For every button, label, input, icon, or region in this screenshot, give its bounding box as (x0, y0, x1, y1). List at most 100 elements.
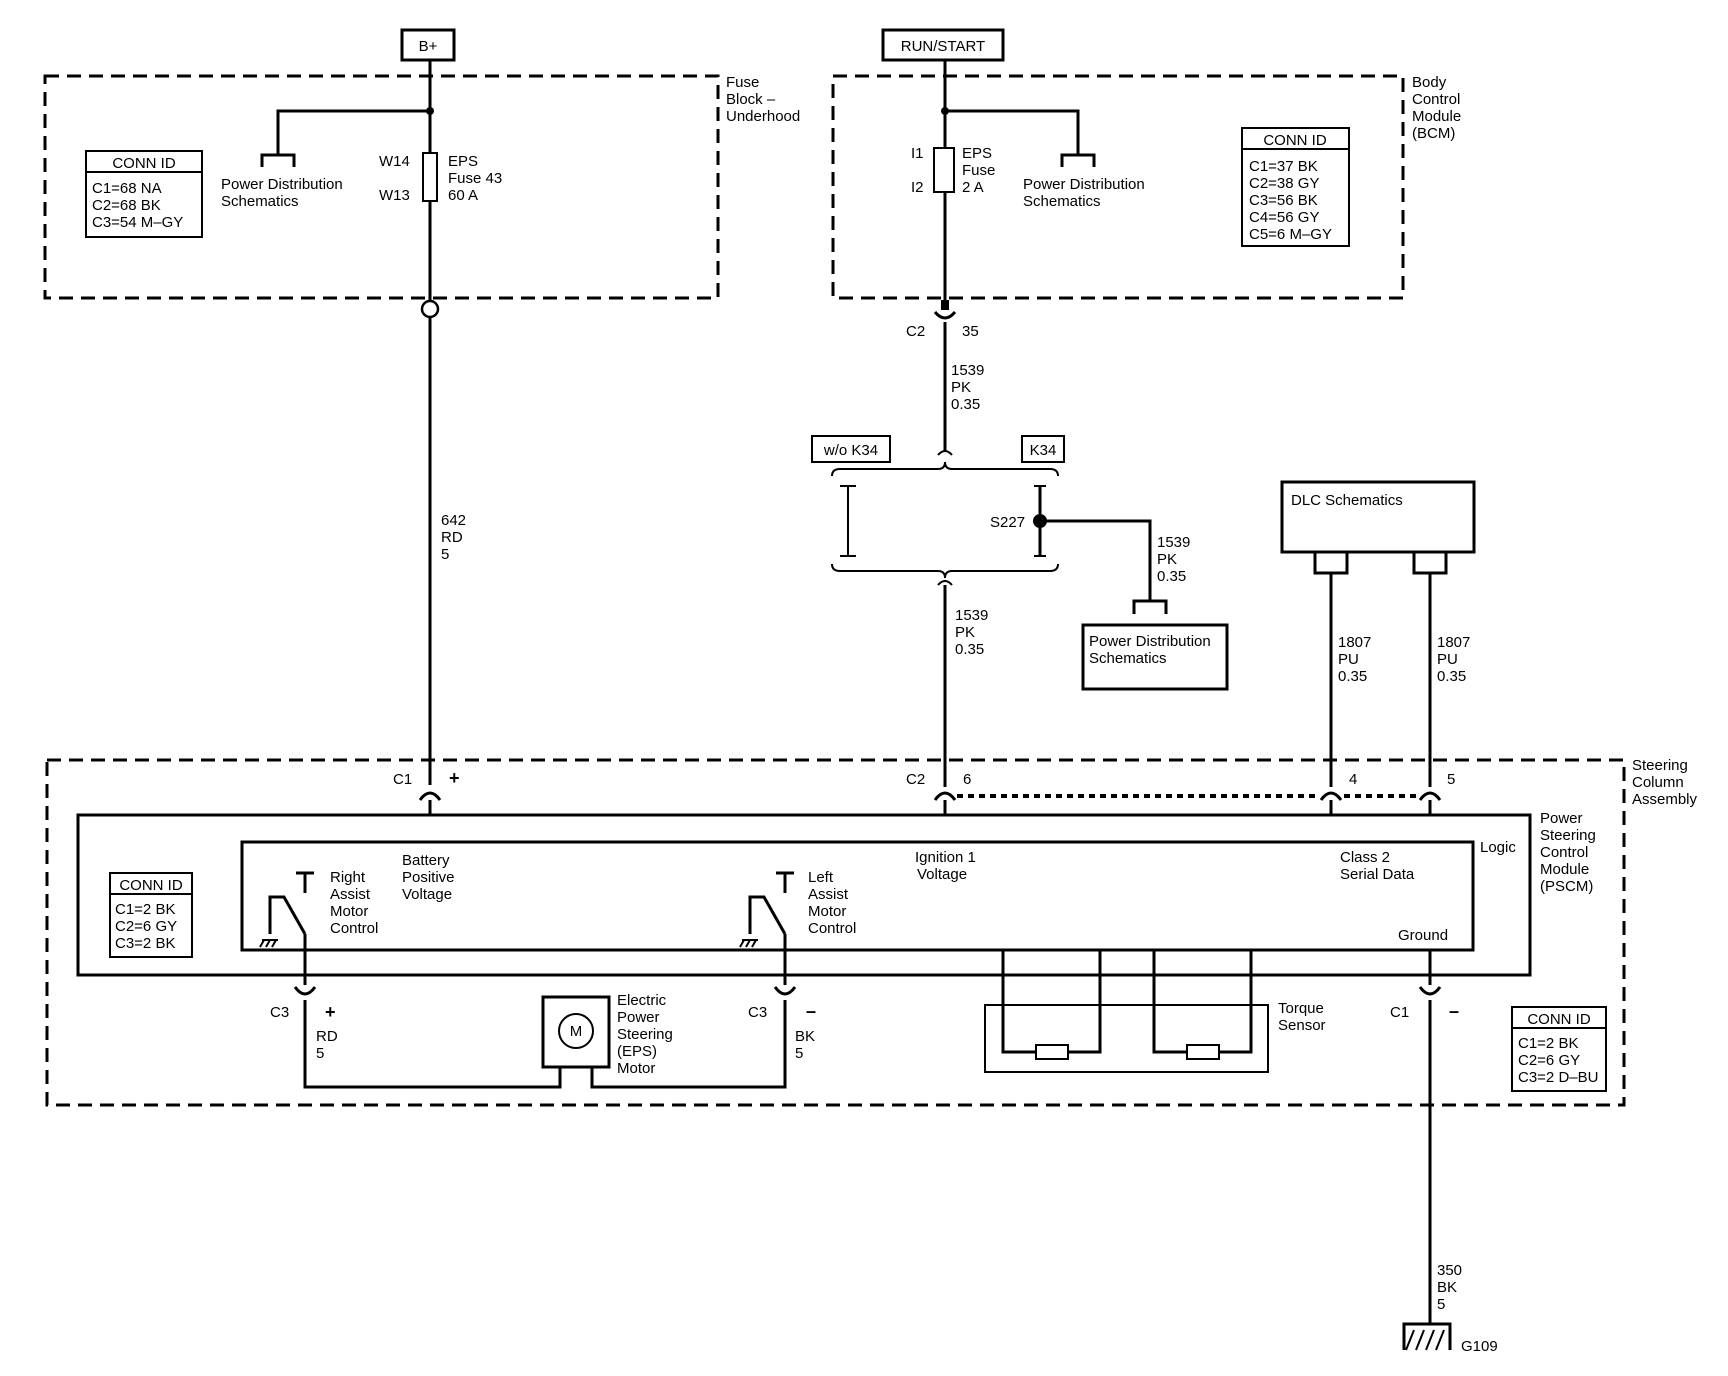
c1-top-label: C1 (393, 771, 412, 788)
pin-4-label: 4 (1349, 771, 1357, 788)
conn-id-header: CONN ID (1527, 1011, 1591, 1028)
fuse-pin-i2: I2 (911, 179, 924, 196)
steering-title-1: Steering (1632, 757, 1688, 774)
conn-id-row: C2=6 GY (115, 918, 177, 935)
run-start-source-tag: RUN/START (881, 28, 1005, 62)
pin-5-label: 5 (1447, 771, 1455, 788)
conn-id-header: CONN ID (119, 877, 183, 894)
conn-id-header: CONN ID (1263, 132, 1327, 149)
c1-bottom-sign: – (1449, 1001, 1459, 1021)
option-brace-top (831, 461, 1059, 477)
torque-label-2: Sensor (1278, 1017, 1326, 1034)
wire-1539-top-label-2: PK (951, 379, 971, 396)
eps-fuse-43-symbol (422, 152, 438, 202)
wire-1807-b-label-1: 1807 (1437, 634, 1470, 651)
conn-id-row: C2=68 BK (92, 197, 161, 214)
left-assist-motor-switch: Left Assist Motor Control (739, 869, 856, 985)
wire-642-label-1: 642 (441, 512, 466, 529)
dlc-schematics-box: DLC Schematics (1280, 480, 1476, 575)
fuse-pin-i1: I1 (911, 145, 924, 162)
pscm-title-4: Module (1540, 861, 1589, 878)
dlc-label: DLC Schematics (1291, 492, 1403, 509)
fuse-block-pd-label-1: Power Distribution (221, 176, 343, 193)
ignition-label-1: Ignition 1 (915, 849, 976, 866)
wire-1539-branch-label-2: PK (1157, 551, 1177, 568)
option-brace-bottom (831, 563, 1059, 579)
steering-title-3: Assembly (1632, 791, 1698, 808)
pscm-connector-pin-5: 5 (1418, 771, 1455, 801)
pd-box-label-2: Schematics (1089, 650, 1167, 667)
pscm-connector-c3-left: C3 + RD 5 (270, 986, 338, 1062)
right-assist-motor-switch: Right Assist Motor Control (259, 869, 378, 985)
conn-id-header: CONN ID (112, 155, 176, 172)
bplus-label: B+ (419, 38, 438, 55)
pd-box-label-1: Power Distribution (1089, 633, 1211, 650)
wire-1539-bottom-label-3: 0.35 (955, 641, 984, 658)
pscm-title-3: Control (1540, 844, 1588, 861)
wire-1539-bottom-label-1: 1539 (955, 607, 988, 624)
right-motor-label-4: Control (330, 920, 378, 937)
motor-symbol: M (570, 1023, 583, 1040)
splice-s227-label: S227 (990, 514, 1025, 531)
c3-left-wire-2: 5 (316, 1045, 324, 1062)
wire-642-label-2: RD (441, 529, 463, 546)
fuse-block-title-2: Block – (726, 91, 776, 108)
pscm-connector-c3-right: C3 – BK 5 (748, 986, 816, 1062)
eps-fuse-43-label-3: 60 A (448, 187, 478, 204)
pscm-connector-c1-top: C1 + (393, 768, 460, 801)
pscm-connector-c1-bottom: C1 – (1390, 986, 1459, 1021)
bcm-title-4: (BCM) (1412, 125, 1455, 142)
wire-1539-top-label-1: 1539 (951, 362, 984, 379)
wire-350-label-1: 350 (1437, 1262, 1462, 1279)
eps-motor: M Electric Power Steering (EPS) Motor (541, 992, 673, 1077)
c1-bottom-label: C1 (1390, 1004, 1409, 1021)
fuse-pin-w14: W14 (379, 153, 410, 170)
conn-id-row: C3=54 M–GY (92, 214, 183, 231)
bplus-source-tag: B+ (400, 28, 456, 62)
fuse-block-terminal (420, 299, 440, 319)
conn-id-row: C3=2 BK (115, 935, 175, 952)
wire-1539-branch-label-1: 1539 (1157, 534, 1190, 551)
class2-label-2: Serial Data (1340, 866, 1415, 883)
option-wo-k34-tag: w/o K34 (811, 435, 891, 463)
body-control-module: Body Control Module (BCM) CONN ID C1=37 … (831, 74, 1461, 300)
bcm-c2-connector-symbol (933, 310, 957, 320)
motor-label-5: Motor (617, 1060, 655, 1077)
fuse-block-underhood: Fuse Block – Underhood CONN ID C1=68 NA … (43, 74, 800, 300)
pscm-connector-c2-top: C2 6 (906, 771, 971, 801)
fuse-block-title-1: Fuse (726, 74, 759, 91)
wire-642-label-3: 5 (441, 546, 449, 563)
fuse-block-title-3: Underhood (726, 108, 800, 125)
eps-fuse-2a-label-1: EPS (962, 145, 992, 162)
fuse-pin-w13: W13 (379, 187, 410, 204)
k34-label: K34 (1030, 442, 1057, 459)
wire-1807-a-label-3: 0.35 (1338, 668, 1367, 685)
wo-k34-bracket (840, 485, 856, 557)
eps-fuse-2a-label-2: Fuse (962, 162, 995, 179)
c3-right-label: C3 (748, 1004, 767, 1021)
power-distribution-box: Power Distribution Schematics (1081, 623, 1229, 691)
left-motor-label-4: Control (808, 920, 856, 937)
wire-1539-branch-label-3: 0.35 (1157, 568, 1186, 585)
conn-id-row: C5=6 M–GY (1249, 226, 1332, 243)
pscm-conn-id-table-right: CONN ID C1=2 BK C2=6 GY C3=2 D–BU (1511, 1006, 1607, 1092)
wire-350-label-2: BK (1437, 1279, 1457, 1296)
steering-column-assembly: Steering Column Assembly C1 + C2 6 4 5 (45, 757, 1698, 1107)
run-start-label: RUN/START (901, 38, 985, 55)
wire-1807-a-label-2: PU (1338, 651, 1359, 668)
bcm-conn-id-table: CONN ID C1=37 BK C2=38 GY C3=56 BK C4=56… (1241, 127, 1350, 247)
c3-right-sign: – (806, 1001, 816, 1021)
option-k34-tag: K34 (1021, 435, 1065, 463)
bcm-title-2: Control (1412, 91, 1460, 108)
batt-voltage-label-3: Voltage (402, 886, 452, 903)
bcm-title-1: Body (1412, 74, 1447, 91)
pscm-logic-box (240, 840, 1475, 952)
motor-label-2: Power (617, 1009, 660, 1026)
eps-fuse-43-label-2: Fuse 43 (448, 170, 502, 187)
left-motor-label-1: Left (808, 869, 834, 886)
conn-id-row: C1=68 NA (92, 180, 162, 197)
torque-resistor-2 (1186, 1044, 1220, 1060)
bcm-pd-label-2: Schematics (1023, 193, 1101, 210)
conn-id-row: C1=2 BK (115, 901, 175, 918)
torque-sensor: Torque Sensor (984, 950, 1326, 1073)
